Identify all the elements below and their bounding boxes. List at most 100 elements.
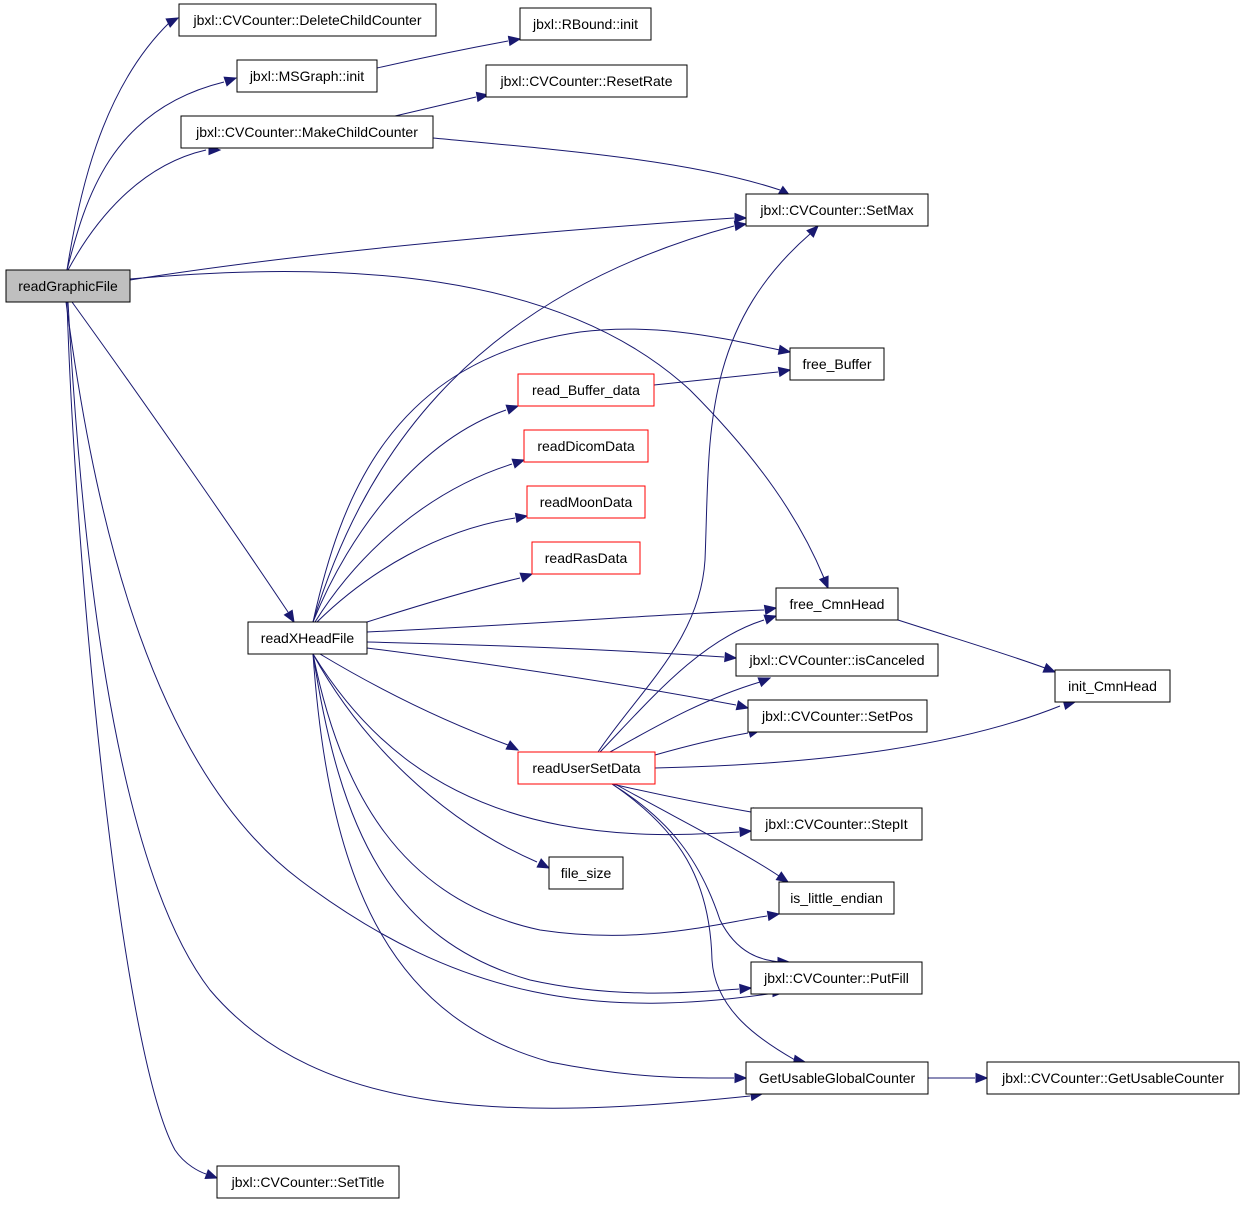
node-box [517,751,656,785]
edge-free-cmnhead-to-init-cmnhead [897,619,1046,669]
node-box [745,1061,929,1095]
node-box [747,699,928,733]
node-resetrate[interactable]: jbxl::CVCounter::ResetRate [485,64,688,98]
edge-readusersetdata-to-setpos [654,732,749,756]
node-file-size[interactable]: file_size [548,856,624,890]
node-free-buffer[interactable]: free_Buffer [789,347,885,381]
node-getusableglobalcounter[interactable]: GetUsableGlobalCounter [745,1061,929,1095]
edge-readgraphicfile-to-setmax [129,217,735,281]
node-putfill[interactable]: jbxl::CVCounter::PutFill [750,961,923,995]
node-is-little-endian[interactable]: is_little_endian [778,881,895,915]
node-box [517,373,655,407]
node-label: jbxl::CVCounter::DeleteChildCounter [193,12,422,28]
edge-makechildcounter-to-setmax [432,137,781,191]
edge-readxheadfile-to-setpos [366,647,737,706]
node-readmoondata[interactable]: readMoonData [526,485,646,519]
arrowhead-readgraphicfile-to-deletechildcounter [165,17,180,28]
edge-readxheadfile-to-readdicomdata [314,463,513,623]
arrowhead-makechildcounter-to-resetrate [475,91,490,103]
arrowhead-readxheadfile-to-free-cmnhead [763,604,778,616]
node-readrasdata[interactable]: readRasData [531,541,641,575]
node-label: jbxl::CVCounter::SetPos [761,708,913,724]
edge-readxheadfile-to-readrasdata [366,577,521,623]
edge-readgraphicfile-to-deletechildcounter [66,21,171,271]
arrowhead-readxheadfile-to-file-size [536,858,551,869]
edge-makechildcounter-to-resetrate [394,96,477,117]
node-box [178,3,437,37]
node-box [1054,669,1171,703]
edge-readusersetdata-to-stepit [611,783,752,813]
arrowhead-readxheadfile-to-readusersetdata [505,740,520,751]
node-readusersetdata[interactable]: readUserSetData [517,751,656,785]
node-box [775,587,899,621]
edge-readgraphicfile-to-msgraphinit [66,81,225,271]
edge-readxheadfile-to-readusersetdata [319,653,509,746]
node-box [735,643,939,677]
node-box [526,485,646,519]
node-box [5,269,131,303]
edge-readusersetdata-to-init-cmnhead [654,705,1061,769]
node-box [789,347,885,381]
edge-readusersetdata-to-putfill [611,783,780,963]
node-label: jbxl::CVCounter::SetTitle [231,1174,385,1190]
edge-readxheadfile-to-setmax [312,225,735,623]
node-box [519,7,652,41]
arrowhead-readgraphicfile-to-readxheadfile [283,609,295,624]
arrowhead-readusersetdata-to-setmax [806,225,819,238]
node-label: jbxl::RBound::init [532,16,638,32]
arrowhead-readgraphicfile-to-free-cmnhead [818,575,829,590]
node-getusablecounter[interactable]: jbxl::CVCounter::GetUsableCounter [986,1061,1240,1095]
node-free-cmnhead[interactable]: free_CmnHead [775,587,899,621]
arrowhead-readusersetdata-to-free-cmnhead [763,614,778,625]
arrowhead-read-buffer-data-to-free-buffer [777,366,792,378]
arrowhead-readusersetdata-to-iscanceled [757,677,772,688]
arrowhead-readxheadfile-to-setmax [733,220,748,232]
node-label: jbxl::CVCounter::StepIt [764,816,908,832]
node-setmax[interactable]: jbxl::CVCounter::SetMax [745,193,929,227]
node-label: is_little_endian [790,890,883,906]
node-readgraphicfile: readGraphicFile [5,269,131,303]
node-deletechildcounter[interactable]: jbxl::CVCounter::DeleteChildCounter [178,3,437,37]
edge-readusersetdata-to-setmax [597,233,811,753]
node-label: jbxl::CVCounter::GetUsableCounter [1001,1070,1224,1086]
node-label: init_CmnHead [1068,678,1157,694]
node-init-cmnhead[interactable]: init_CmnHead [1054,669,1171,703]
arrowhead-readgraphicfile-to-settitle [204,1169,219,1179]
edge-readxheadfile-to-iscanceled [366,641,725,658]
node-rboundinit[interactable]: jbxl::RBound::init [519,7,652,41]
edge-read-buffer-data-to-free-buffer [653,371,779,386]
node-readxheadfile[interactable]: readXHeadFile [247,621,368,655]
node-setpos[interactable]: jbxl::CVCounter::SetPos [747,699,928,733]
arrowhead-free-cmnhead-to-init-cmnhead [1042,662,1057,673]
node-stepit[interactable]: jbxl::CVCounter::StepIt [750,807,923,841]
node-label: readRasData [545,550,628,566]
edge-readgraphicfile-to-putfill [65,301,783,1004]
arrowhead-readxheadfile-to-getusableglobalcounter [734,1072,748,1084]
node-box [485,64,688,98]
node-settitle[interactable]: jbxl::CVCounter::SetTitle [216,1165,400,1199]
arrowhead-readgraphicfile-to-setmax [734,212,748,224]
arrowhead-readxheadfile-to-readdicomdata [511,458,526,469]
edge-readxheadfile-to-free-cmnhead [366,609,765,633]
node-label: jbxl::MSGraph::init [249,68,364,84]
node-box [180,115,434,149]
node-makechildcounter[interactable]: jbxl::CVCounter::MakeChildCounter [180,115,434,149]
edge-readgraphicfile-to-makechildcounter [67,149,207,271]
arrowhead-readxheadfile-to-free-buffer [777,344,792,355]
node-label: GetUsableGlobalCounter [759,1070,916,1086]
node-iscanceled[interactable]: jbxl::CVCounter::isCanceled [735,643,939,677]
node-label: file_size [561,865,612,881]
node-readdicomdata[interactable]: readDicomData [523,429,649,463]
arrowhead-readxheadfile-to-readmoondata [514,512,529,524]
node-box [531,541,641,575]
node-read-buffer-data[interactable]: read_Buffer_data [517,373,655,407]
node-box [523,429,649,463]
arrowhead-readxheadfile-to-putfill [739,983,753,995]
edge-readxheadfile-to-file-size [312,653,538,863]
node-msgraphinit[interactable]: jbxl::MSGraph::init [236,59,378,93]
arrowhead-readxheadfile-to-stepit [739,826,753,838]
edge-readgraphicfile-to-free-cmnhead [129,270,825,579]
edge-readusersetdata-to-getusableglobalcounter [611,783,796,1061]
node-box [778,881,895,915]
